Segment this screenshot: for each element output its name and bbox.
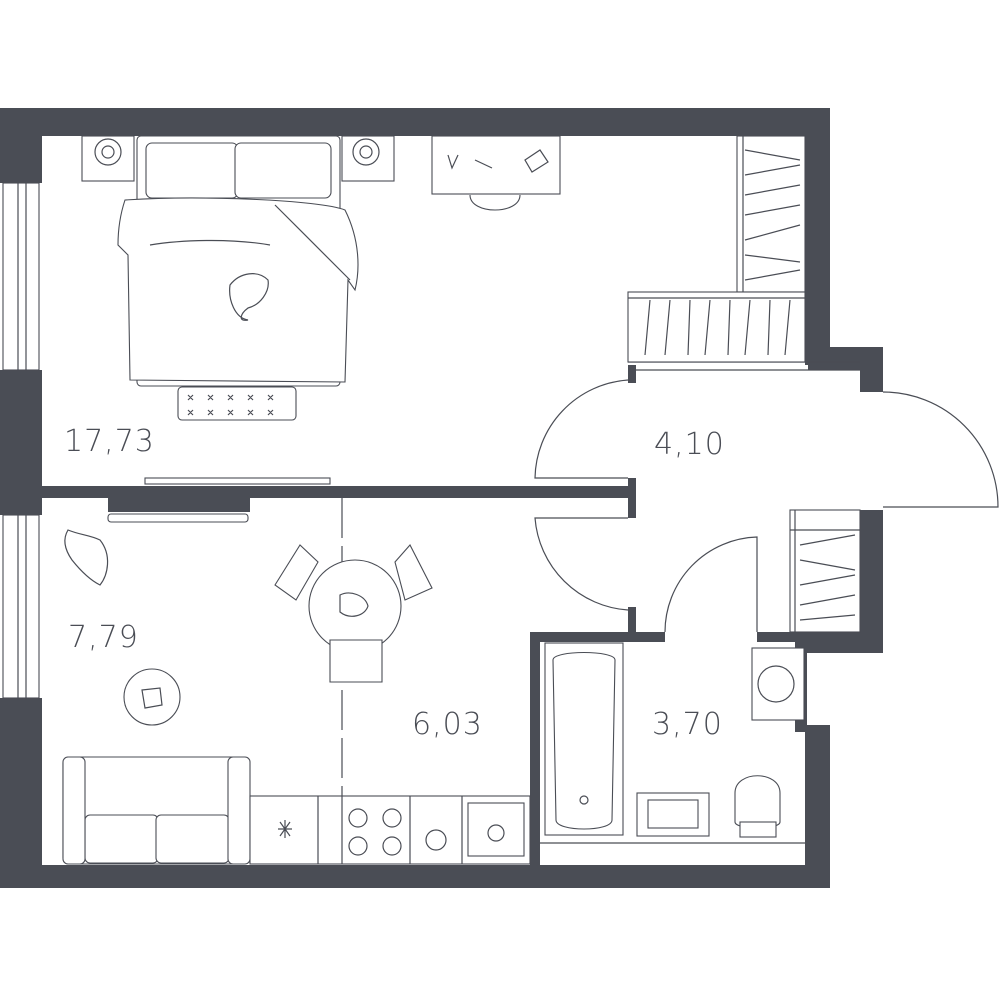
bed	[81, 135, 395, 485]
desk	[431, 135, 561, 211]
area-label-bedroom: 17,73	[64, 424, 155, 459]
area-label-living: 7,79	[68, 620, 139, 655]
wardrobe-bedroom	[627, 135, 806, 363]
area-label-bathroom: 3,70	[652, 707, 723, 742]
walls	[0, 108, 883, 888]
doors	[534, 379, 999, 633]
kitchen-furniture	[249, 498, 531, 865]
bathroom-fixtures	[544, 642, 805, 838]
area-label-hallway: 4,10	[654, 427, 725, 462]
area-label-kitchen: 6,03	[412, 707, 483, 742]
wardrobe-hallway	[789, 509, 861, 633]
living-furniture	[62, 513, 251, 865]
area-labels: 17,73 4,10 7,79 6,03 3,70	[64, 424, 725, 742]
